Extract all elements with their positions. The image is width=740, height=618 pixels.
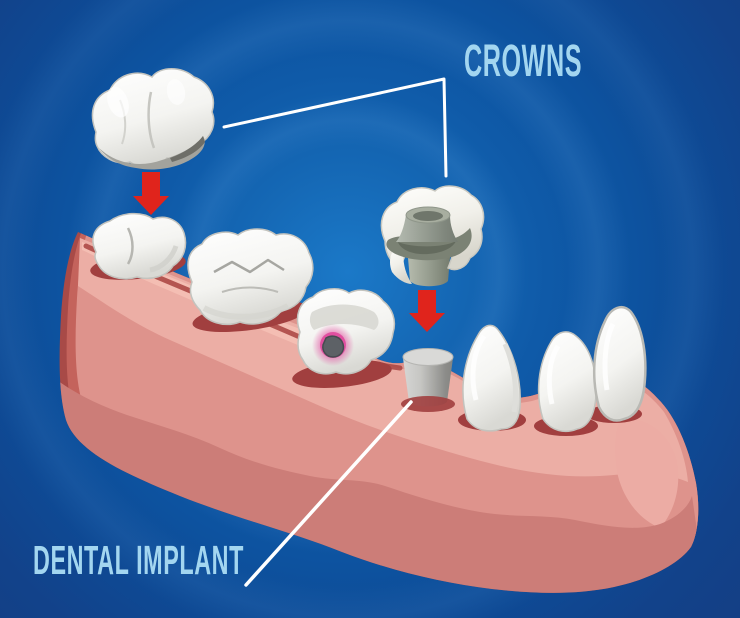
crowns-label: CROWNS xyxy=(464,35,583,86)
implant-post-body xyxy=(403,358,453,407)
tooth-incisor-1 xyxy=(537,331,597,432)
down-arrow-left xyxy=(133,172,169,215)
abutment-brim xyxy=(386,228,472,261)
implant-pointer-line xyxy=(244,400,413,587)
abutment-cone xyxy=(396,215,458,242)
crown-on-abutment xyxy=(380,185,485,287)
abutment-cone-opening xyxy=(413,211,443,221)
implant-post-top xyxy=(402,348,454,366)
abutment-brim-shadow xyxy=(398,241,456,255)
tooth-incisor-2 xyxy=(592,305,647,422)
dental-implant-label: DENTAL IMPLANT xyxy=(33,537,244,583)
gum-right-mound-light xyxy=(615,419,679,528)
decayed-tooth xyxy=(296,288,396,375)
floating-crown xyxy=(91,68,215,170)
crown-shell-left-lobe xyxy=(390,244,412,284)
tooth-molar-back xyxy=(92,212,187,280)
implant-post-base-shadow xyxy=(401,396,455,412)
crowns-pointer-line xyxy=(222,77,448,178)
down-arrow-middle xyxy=(409,290,445,332)
cavity-core xyxy=(322,335,345,358)
tooth-canine xyxy=(462,324,522,432)
tooth-molar-middle xyxy=(187,228,314,326)
implant-post xyxy=(401,348,455,412)
